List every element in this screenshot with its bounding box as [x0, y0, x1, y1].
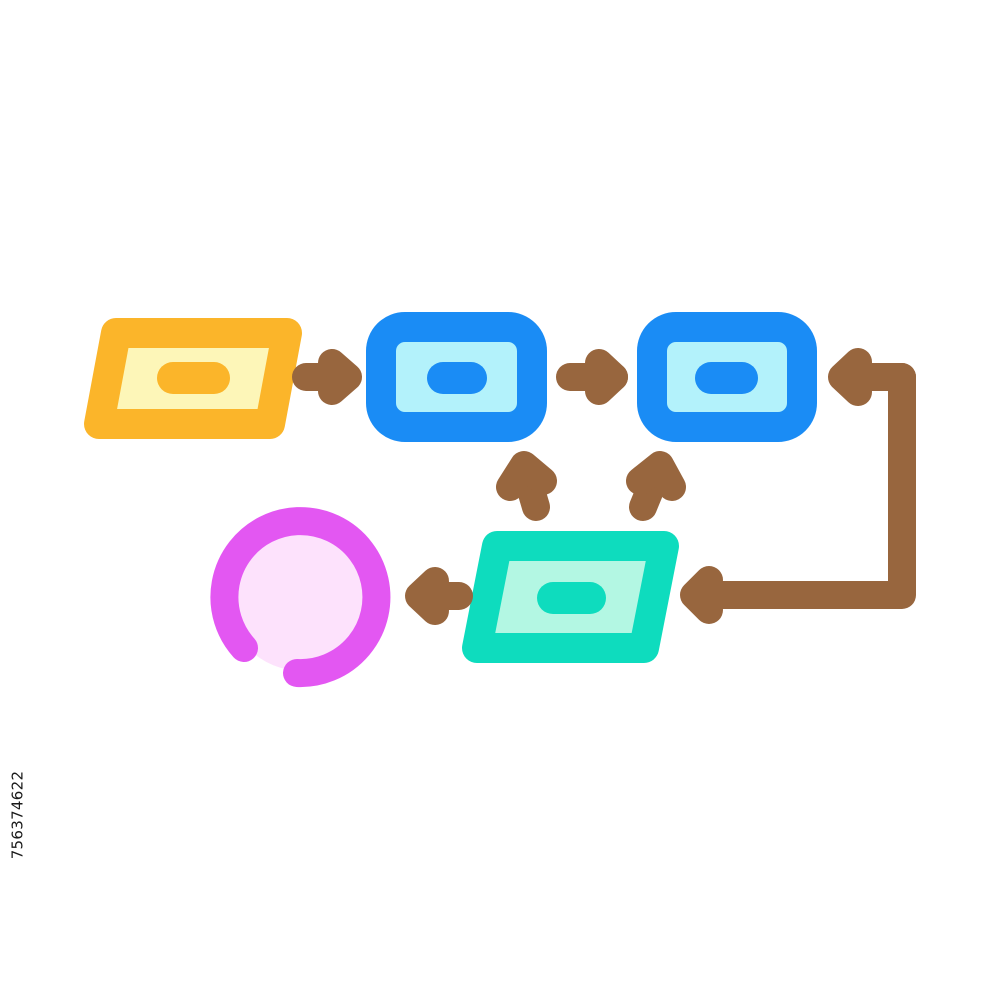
arrow-input-to-process-1 [292, 349, 362, 405]
end-node-fill [227, 521, 377, 671]
process-node-2-pill [695, 362, 758, 394]
end-node [210, 507, 391, 688]
input-node [84, 318, 302, 439]
image-id-label: 756374622 [2, 760, 32, 870]
arrow-loop-to-decision [680, 566, 723, 624]
end-node-ring [210, 507, 391, 688]
decision-node [462, 531, 679, 663]
arrow-decision-to-process-1 [496, 451, 557, 521]
arrow-decision-to-process-2 [626, 451, 686, 521]
arrow-process-1-to-process-2 [556, 349, 628, 405]
decision-node-pill [537, 582, 606, 614]
process-node-1-pill [427, 362, 487, 394]
arrow-loop-to-process-2 [704, 348, 916, 609]
arrow-decision-to-end [405, 567, 473, 625]
process-node-2 [637, 312, 817, 442]
process-node-1 [366, 312, 547, 442]
image-id-text: 756374622 [8, 770, 26, 860]
connectors [292, 348, 916, 625]
input-node-pill [157, 362, 230, 394]
